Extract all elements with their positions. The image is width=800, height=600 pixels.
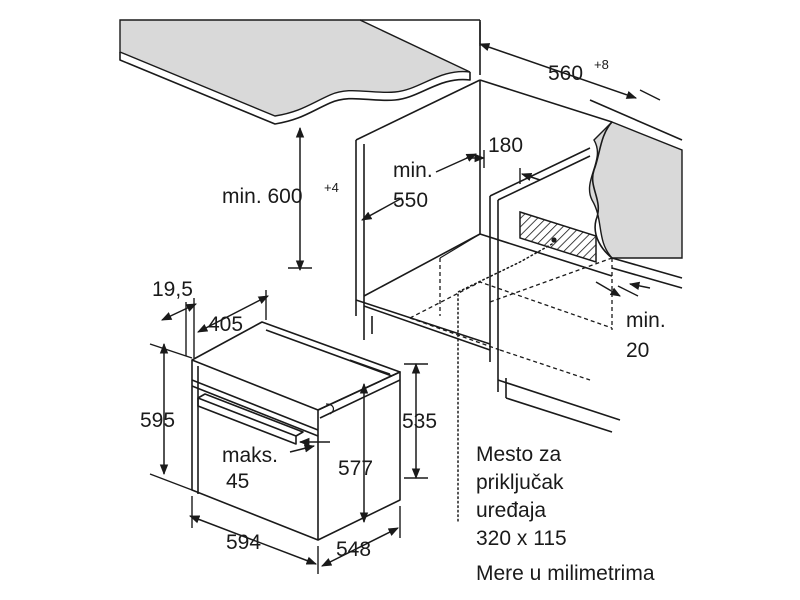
oven-height-value: 595 (140, 409, 175, 432)
cabinet-height-value: min. 600 (222, 185, 303, 208)
connection-leader (457, 243, 553, 523)
connection-note-line-1: Mesto za (476, 443, 562, 466)
handle-depth-value: 405 (208, 313, 243, 336)
worktop (119, 19, 481, 125)
bottom-clearance-value: 20 (626, 339, 649, 362)
units-note: Mere u milimetrima (476, 562, 655, 585)
depth-dimension: min. 550 (361, 153, 477, 221)
body-height-value: 535 (402, 410, 437, 433)
front-offset-value: 19,5 (152, 278, 193, 301)
cabinet-niche (355, 79, 621, 433)
rear-gap-dimension: 180 (466, 134, 541, 184)
oven (191, 321, 401, 541)
inner-height-value: 577 (338, 457, 373, 480)
oven-depth-dimension: 548 (321, 506, 401, 567)
connection-note-line-3: uređaja (476, 499, 546, 522)
oven-width-dimension: 594 (189, 496, 319, 574)
height-dimension: min. 600 +4 (222, 126, 339, 272)
connection-box (519, 210, 597, 264)
front-gap-label: maks. (222, 444, 278, 467)
cabinet-width-value: 560 (548, 62, 583, 85)
oven-width-value: 594 (226, 531, 261, 554)
inner-height-dimension: 577 (338, 382, 373, 524)
front-offset-dimension: 19,5 (152, 278, 197, 358)
right-wall (588, 99, 683, 289)
handle-depth-dimension: 405 (197, 290, 269, 336)
cabinet-depth-value: 550 (393, 189, 428, 212)
cabinet-width-tolerance: +8 (594, 57, 609, 72)
bottom-clearance-dimension: min. 20 (595, 281, 666, 362)
hidden-edges (409, 257, 613, 381)
oven-depth-value: 548 (336, 538, 371, 561)
cabinet-depth-label: min. (393, 159, 433, 182)
bottom-clearance-label: min. (626, 309, 666, 332)
front-gap-value: 45 (226, 470, 249, 493)
oven-height-dimension: 595 (140, 342, 193, 491)
connection-note-line-2: priključak (476, 471, 564, 494)
cabinet-height-tolerance: +4 (324, 180, 339, 195)
connection-note: Mesto za priključak uređaja 320 x 115 (476, 443, 567, 550)
body-height-dimension: 535 (402, 362, 437, 480)
width-dimension: 560 +8 (479, 22, 661, 101)
connection-note-line-4: 320 x 115 (476, 527, 567, 550)
front-gap-dimension: maks. 45 (222, 437, 330, 493)
rear-gap-value: 180 (488, 134, 523, 157)
